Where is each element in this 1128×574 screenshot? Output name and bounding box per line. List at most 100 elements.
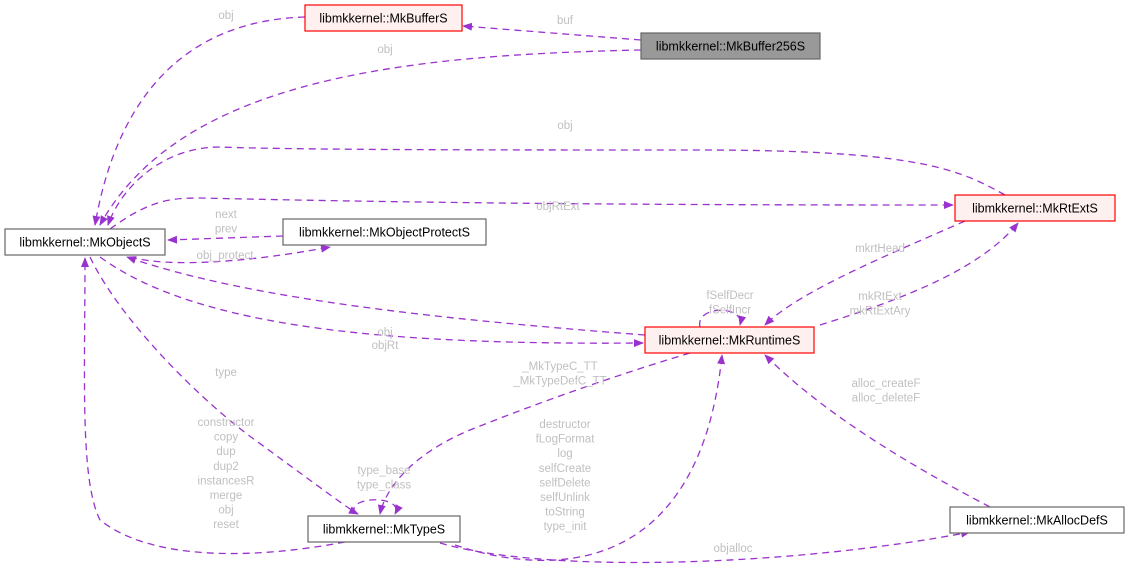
node-box[interactable] <box>304 4 463 32</box>
node-box[interactable] <box>954 194 1116 222</box>
edge-MkObjectS-to-MkTypeS <box>89 256 359 515</box>
edge-label-line: objRtExt <box>536 201 580 213</box>
edge-MkTypeS-to-MkAllocDefS <box>439 529 971 564</box>
edge-label: obj <box>377 44 392 56</box>
edge-label: objalloc <box>714 543 753 555</box>
edge-label-line: buf <box>557 15 574 27</box>
edge-MkBuffer256S-to-MkObjectS <box>99 49 642 226</box>
edge-label-line: objRt <box>372 340 400 352</box>
edge-label: objRt <box>372 340 400 352</box>
edge-label: mkRtExt mkRtExtAry <box>850 291 911 318</box>
node-label[interactable]: libmkkernel::MkRtExtS <box>972 202 1098 216</box>
edge-label-line: copy <box>214 432 239 444</box>
edge-label-line: objalloc <box>714 543 753 555</box>
node-MkObjectProtectS[interactable]: libmkkernel::MkObjectProtectS <box>282 218 487 246</box>
edge-label-line: alloc_deleteF <box>852 393 920 405</box>
edge-label-line: prev <box>215 224 238 236</box>
edge-label: destructor fLogFormat log selfCreate selfDel… <box>536 419 596 533</box>
edge-MkRuntimeS-to-MkTypeS <box>377 352 691 515</box>
edge-MkRtExtS-to-MkObjectS <box>107 146 1006 226</box>
edge-label-line: fLogFormat <box>536 434 596 446</box>
node-MkBufferS[interactable]: libmkkernel::MkBufferS <box>304 4 463 32</box>
edge-label: type_base type_class <box>357 465 412 492</box>
edge-MkObjectProtectS-to-MkObjectS <box>167 235 284 244</box>
node-label[interactable]: libmkkernel::MkAllocDefS <box>966 514 1108 528</box>
node-MkObjectS[interactable]: libmkkernel::MkObjectS <box>4 228 166 256</box>
node-box[interactable] <box>949 506 1125 534</box>
edge-label-line: obj <box>218 505 233 517</box>
edge-label-line: alloc_createF <box>851 378 920 390</box>
edge-label: _MkTypeC_TT _MkTypeDefC_TT <box>512 361 606 388</box>
node-MkRuntimeS[interactable]: libmkkernel::MkRuntimeS <box>644 326 815 354</box>
edge-label-line: dup <box>216 446 235 458</box>
edge-MkRuntimeS-to-MkRtExtS <box>819 222 1019 326</box>
edge-label-line: fSelfDecr <box>706 290 753 302</box>
node-box[interactable] <box>307 515 461 543</box>
edge-label: next prev <box>215 209 238 236</box>
edge-label-line: mkRtExt <box>858 291 902 303</box>
node-MkBuffer256S[interactable]: libmkkernel::MkBuffer256S <box>640 32 821 60</box>
node-box[interactable] <box>644 326 815 354</box>
edge-label: obj <box>557 120 572 132</box>
edge-label-line: obj <box>218 10 233 22</box>
edge-label-line: mkRtExtAry <box>850 306 911 318</box>
edge-MkAllocDefS-to-MkRuntimeS <box>764 354 991 508</box>
edge-MkBufferS-to-MkObjectS <box>92 16 306 226</box>
edge-MkTypeS-to-MkObjectS <box>80 257 346 555</box>
edge-label-line: selfDelete <box>539 477 590 489</box>
edge-label: alloc_createF alloc_deleteF <box>851 378 920 405</box>
edge-label: obj_protect <box>197 250 255 262</box>
node-box[interactable] <box>282 218 487 246</box>
edge-MkRuntimeS-to-MkObjectS <box>126 256 646 336</box>
edge-label-line: obj <box>557 120 572 132</box>
node-label[interactable]: libmkkernel::MkBuffer256S <box>656 40 805 54</box>
edge-MkRtExtS-to-MkRuntimeS <box>764 220 966 326</box>
edge-label: type <box>215 367 237 379</box>
edge-MkBuffer256S-to-MkBufferS <box>462 22 642 41</box>
edge-label-line: type_init <box>544 521 588 533</box>
edge-label: fSelfDecr fSelfIncr <box>706 290 753 317</box>
edge-label: obj <box>218 10 233 22</box>
node-box[interactable] <box>640 32 821 60</box>
edge-MkObjectS-to-MkObjectProtectS <box>129 244 331 264</box>
edge-label: obj <box>377 327 392 339</box>
edge-MkTypeS-to-MkTypeS <box>353 499 403 515</box>
edge-MkTypeS-to-MkRuntimeS <box>454 354 726 561</box>
node-box[interactable] <box>4 228 166 256</box>
edge-label-line: instancesR <box>198 475 255 487</box>
edge-label-line: selfUnlink <box>540 492 590 504</box>
edge-label-line: dup2 <box>213 461 239 473</box>
edge-label: buf <box>557 15 574 27</box>
node-label[interactable]: libmkkernel::MkBufferS <box>319 12 447 26</box>
edge-label: mkrtHead <box>855 243 905 255</box>
edge-label-line: log <box>557 448 572 460</box>
edge-label-line: type_class <box>357 480 412 492</box>
edge-label-line: constructor <box>198 417 255 429</box>
edge-label-line: mkrtHead <box>855 243 905 255</box>
edge-label-line: obj <box>377 44 392 56</box>
node-label[interactable]: libmkkernel::MkTypeS <box>323 523 445 537</box>
edge-label-line: toString <box>545 507 585 519</box>
edge-MkRuntimeS-to-MkRuntimeS <box>699 309 747 328</box>
node-MkTypeS[interactable]: libmkkernel::MkTypeS <box>307 515 461 543</box>
node-MkRtExtS[interactable]: libmkkernel::MkRtExtS <box>954 194 1116 222</box>
node-MkAllocDefS[interactable]: libmkkernel::MkAllocDefS <box>949 506 1125 534</box>
node-label[interactable]: libmkkernel::MkObjectS <box>19 236 150 250</box>
edge-label-line: next <box>215 209 238 221</box>
edge-label-line: obj <box>377 327 392 339</box>
edge-MkObjectS-to-MkRtExtS <box>109 197 954 230</box>
node-label[interactable]: libmkkernel::MkObjectProtectS <box>299 226 470 240</box>
edge-label-line: merge <box>210 490 243 502</box>
edge-label-line: _MkTypeDefC_TT <box>512 376 606 388</box>
edge-label-line: fSelfIncr <box>709 305 751 317</box>
edge-label-line: obj_protect <box>197 250 255 262</box>
edge-label-line: _MkTypeC_TT <box>521 361 597 373</box>
edge-label-line: destructor <box>539 419 590 431</box>
edge-MkObjectS-to-MkRuntimeS <box>99 256 644 348</box>
edge-label: constructor copy dup dup2 instancesR merge obj… <box>198 417 255 531</box>
edge-label-line: selfCreate <box>539 463 591 475</box>
edge-label-line: reset <box>213 519 239 531</box>
node-label[interactable]: libmkkernel::MkRuntimeS <box>659 334 801 348</box>
edge-label-line: type_base <box>357 465 410 477</box>
